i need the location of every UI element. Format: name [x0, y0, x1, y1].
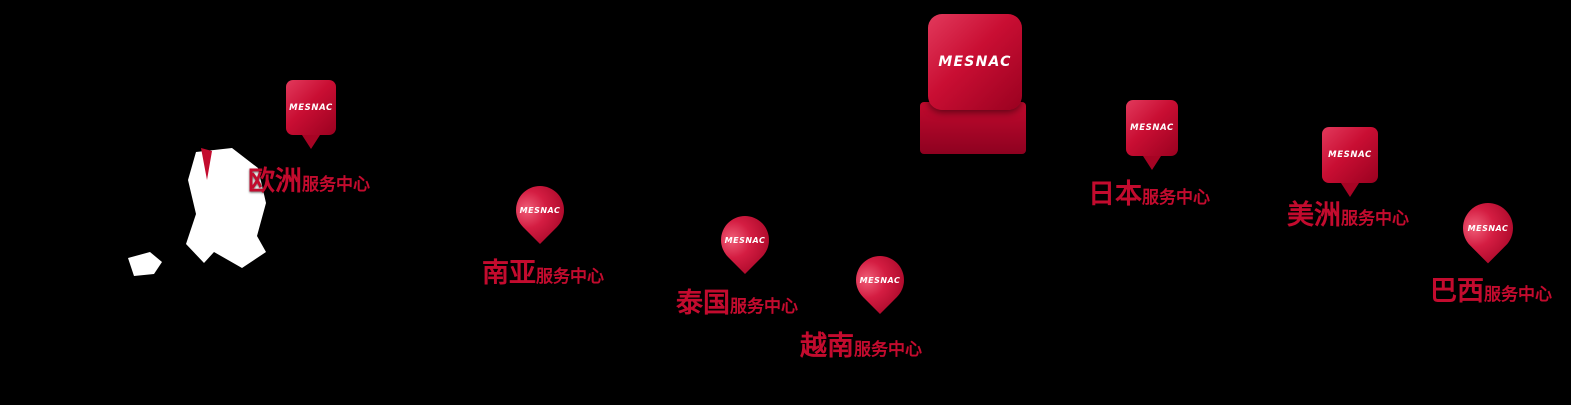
- map-pin-brazil[interactable]: MESNAC: [1452, 192, 1524, 264]
- mesnac-pin-logo: MESNAC: [289, 102, 333, 113]
- service-center-suffix: 服务中心: [536, 267, 604, 287]
- label-americas-service-center: 美洲 服务中心: [1287, 202, 1409, 229]
- map-pin-headquarters[interactable]: MESNAC: [928, 14, 1022, 110]
- service-center-suffix: 服务中心: [1142, 188, 1210, 208]
- label-south-asia-service-center: 南亚 服务中心: [482, 260, 604, 287]
- service-center-suffix: 服务中心: [302, 175, 370, 195]
- region-name: 越南: [800, 331, 854, 362]
- service-center-suffix: 服务中心: [1341, 209, 1409, 229]
- service-center-suffix: 服务中心: [854, 340, 922, 360]
- region-name: 巴西: [1430, 276, 1484, 307]
- region-name: 美洲: [1287, 200, 1341, 231]
- mesnac-pin-logo: MESNAC: [724, 235, 766, 245]
- mesnac-pin-logo: MESNAC: [1328, 150, 1372, 160]
- map-pin-japan[interactable]: MESNAC: [1126, 100, 1178, 156]
- region-name: 日本: [1088, 179, 1142, 210]
- map-pin-europe[interactable]: MESNAC: [286, 80, 336, 135]
- label-thailand-service-center: 泰国 服务中心: [676, 290, 798, 317]
- map-marker-tick: [201, 148, 212, 180]
- region-name: 欧洲: [248, 166, 302, 197]
- map-pin-thailand[interactable]: MESNAC: [711, 206, 779, 274]
- service-center-suffix: 服务中心: [730, 297, 798, 317]
- map-landmass-small: [128, 252, 162, 276]
- service-center-suffix: 服务中心: [1484, 285, 1552, 305]
- mesnac-pin-logo: MESNAC: [519, 205, 561, 215]
- mesnac-pin-logo: MESNAC: [859, 275, 901, 285]
- headquarters-pin-base: [920, 102, 1026, 154]
- map-pin-americas[interactable]: MESNAC: [1322, 127, 1378, 183]
- map-landmass: [186, 148, 266, 268]
- mesnac-pin-logo: MESNAC: [1130, 123, 1174, 133]
- mesnac-logo: MESNAC: [938, 54, 1012, 70]
- label-vietnam-service-center: 越南 服务中心: [800, 333, 922, 360]
- region-name: 南亚: [482, 258, 536, 289]
- mesnac-pin-logo: MESNAC: [1467, 223, 1509, 233]
- region-name: 泰国: [676, 288, 730, 319]
- map-pin-vietnam[interactable]: MESNAC: [846, 246, 914, 314]
- label-japan-service-center: 日本 服务中心: [1088, 181, 1210, 208]
- label-europe-service-center: 欧洲 服务中心: [248, 168, 370, 195]
- label-brazil-service-center: 巴西 服务中心: [1430, 278, 1552, 305]
- map-pin-south-asia[interactable]: MESNAC: [506, 176, 574, 244]
